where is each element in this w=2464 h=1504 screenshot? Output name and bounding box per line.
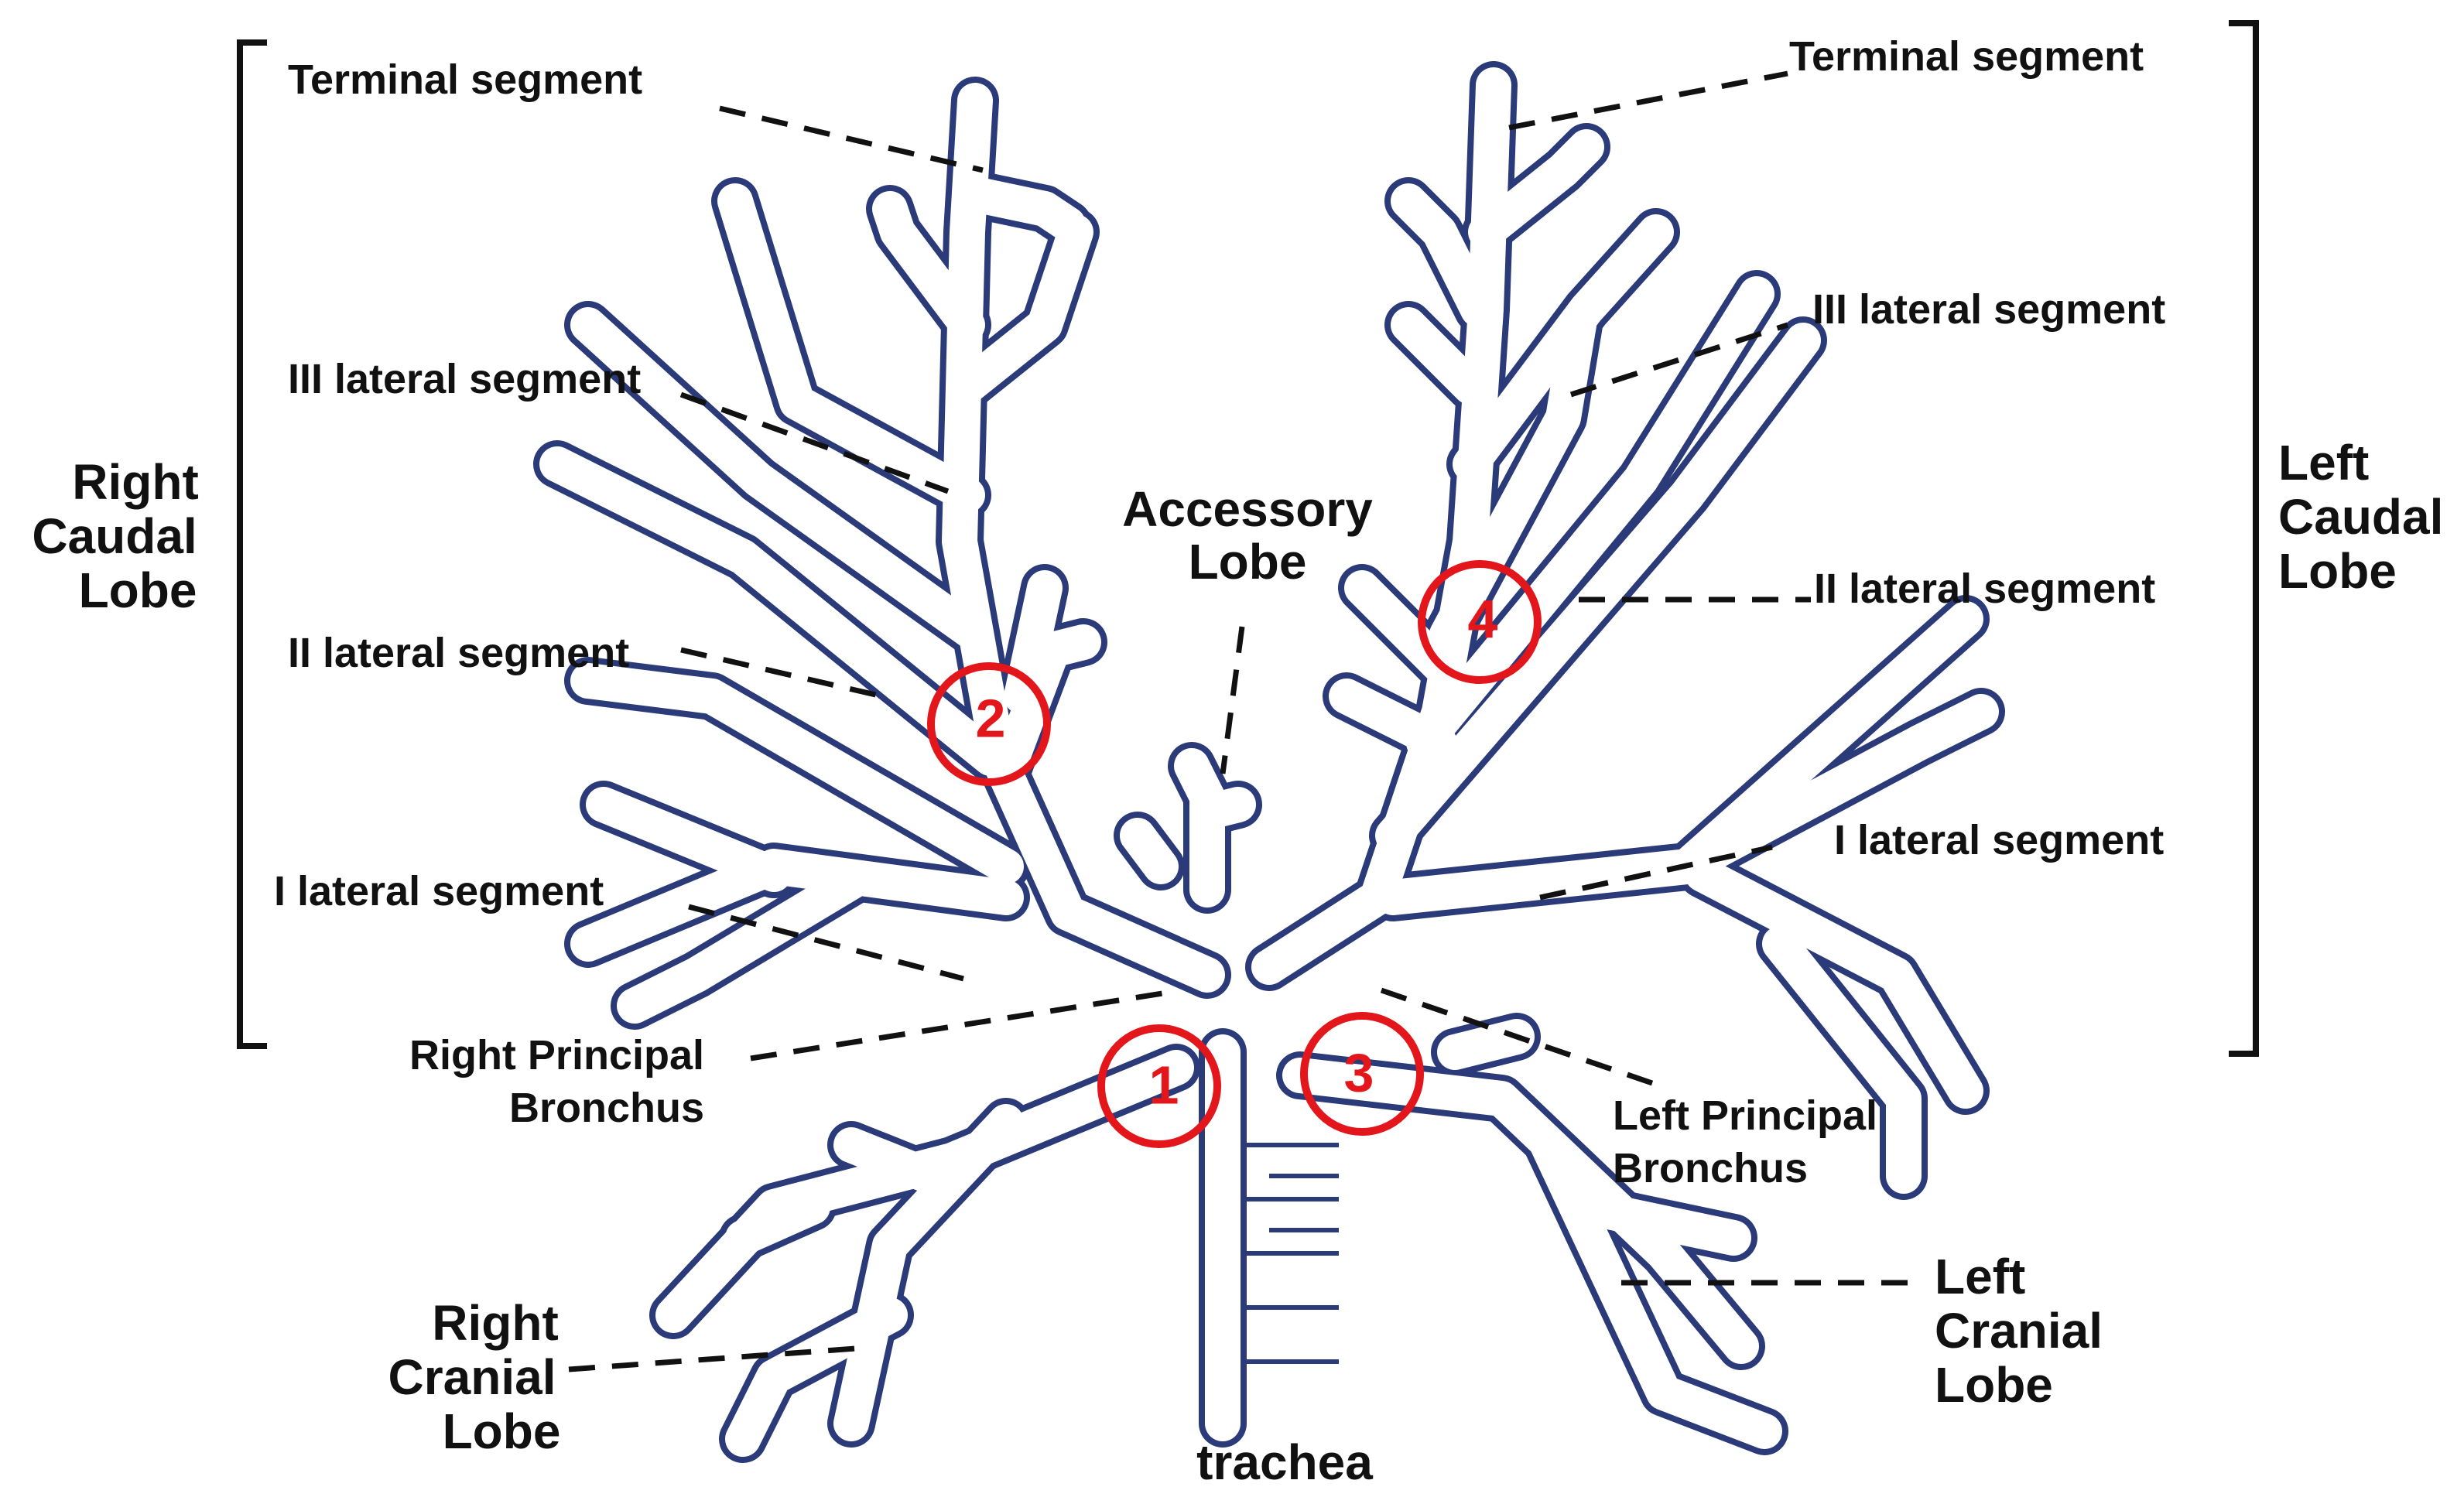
right-principal-bronchus-line-1: Right Principal [409,1032,704,1078]
left-principal-bronchus-label: Left Principal Bronchus [1613,1092,1877,1191]
left-cranial-lobe-label: Left Cranial Lobe [1935,1249,2103,1413]
marker-1: 1 [1097,1024,1221,1148]
left-caudal-lobe-label: Left Caudal Lobe [2278,435,2443,599]
marker-3-ring [1300,1012,1424,1136]
accessory-lobe-label: Accessory Lobe [1122,481,1373,590]
right-cranial-lobe-line-1: Right [432,1295,559,1351]
marker-4: 4 [1418,560,1542,684]
marker-2-number: 2 [976,688,1006,748]
leader-lines [568,70,1908,1372]
left-caudal-lobe-line-1: Left [2278,435,2369,491]
right-caudal-lobe-line-1: Right [72,454,199,510]
left-caudal-bracket [2229,20,2259,1057]
left-caudal-lobe-line-3: Lobe [2278,543,2397,599]
left-caudal-lobe-line-2: Caudal [2278,489,2443,545]
marker-4-ring [1418,560,1542,684]
left-principal-bronchus-line-2: Bronchus [1613,1145,1808,1191]
i-lateral-segment-right-label: I lateral segment [274,868,604,914]
left-cranial-lobe-line-2: Cranial [1935,1303,2103,1359]
marker-1-number: 1 [1149,1055,1179,1115]
right-cranial-lobe-line-3: Lobe [443,1403,561,1459]
right-cranial-lobe-line-2: Cranial [388,1349,556,1405]
ii-lateral-segment-left-label: II lateral segment [1814,566,2155,612]
marker-2-ring [927,662,1051,786]
left-cranial-lobe-line-1: Left [1935,1249,2025,1304]
left-cranial-lobe-line-3: Lobe [1935,1357,2053,1413]
i-lateral-segment-left-label: I lateral segment [1834,817,2164,863]
left-principal-bronchus-line-1: Left Principal [1613,1092,1877,1139]
numbered-markers: 1 2 3 4 [927,560,1542,1148]
right-cranial-lobe-label: Right Cranial Lobe [388,1295,561,1459]
marker-2: 2 [927,662,1051,786]
iii-lateral-segment-left-label: III lateral segment [1812,286,2165,333]
right-caudal-lobe-label: Right Caudal Lobe [32,454,198,618]
trachea-rings [1246,1143,1339,1364]
marker-4-number: 4 [1468,589,1498,649]
terminal-segment-left-label: Terminal segment [1789,33,2144,80]
trachea-label: trachea [1196,1434,1373,1490]
marker-1-ring [1097,1024,1221,1148]
right-principal-bronchus-line-2: Bronchus [509,1085,704,1131]
right-principal-bronchus-label: Right Principal Bronchus [409,1032,704,1131]
right-caudal-bracket [237,39,267,1049]
terminal-segment-right-label: Terminal segment [288,56,642,103]
right-caudal-lobe-line-3: Lobe [79,562,197,618]
accessory-lobe-line-1: Accessory [1122,481,1373,537]
ii-lateral-segment-right-label: II lateral segment [288,630,629,676]
bronchial-tree-illustration [533,61,2005,1463]
iii-lateral-segment-right-label: III lateral segment [288,356,641,402]
accessory-lobe-line-2: Lobe [1189,534,1307,590]
labels: Terminal segment Terminal segment III la… [32,33,2443,1490]
right-caudal-lobe-line-2: Caudal [32,508,197,564]
marker-3: 3 [1300,1012,1424,1136]
marker-3-number: 3 [1344,1042,1374,1102]
